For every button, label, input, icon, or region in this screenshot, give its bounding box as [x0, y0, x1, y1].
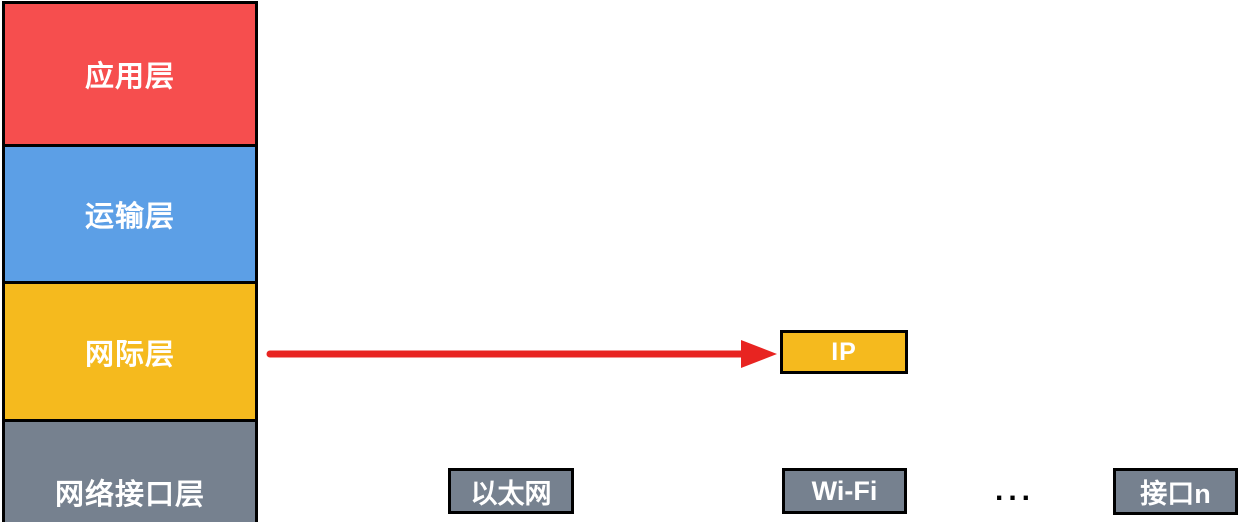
interface-n-label: 接口n: [1140, 479, 1211, 509]
wifi-label: Wi-Fi: [811, 475, 878, 506]
ethernet-box: 以太网: [448, 468, 574, 514]
layer-application: 应用层: [2, 1, 258, 147]
layer-internet-label: 网际层: [84, 338, 175, 371]
layer-internet: 网际层: [2, 281, 258, 422]
ip-box: IP: [780, 330, 908, 374]
ethernet-label: 以太网: [470, 478, 552, 509]
layer-network-interface-label: 网络接口层: [54, 479, 205, 511]
ip-label: IP: [831, 337, 857, 366]
layer-transport-label: 运输层: [84, 201, 175, 233]
interface-n-box: 接口n: [1113, 468, 1238, 515]
layer-application-label: 应用层: [84, 61, 175, 93]
arrow-head-icon: [741, 340, 777, 368]
more-interfaces-ellipsis: ...: [994, 474, 1035, 507]
layer-network-interface: 网络接口层: [2, 419, 258, 522]
wifi-box: Wi-Fi: [782, 468, 907, 514]
layer-transport: 运输层: [2, 144, 258, 284]
